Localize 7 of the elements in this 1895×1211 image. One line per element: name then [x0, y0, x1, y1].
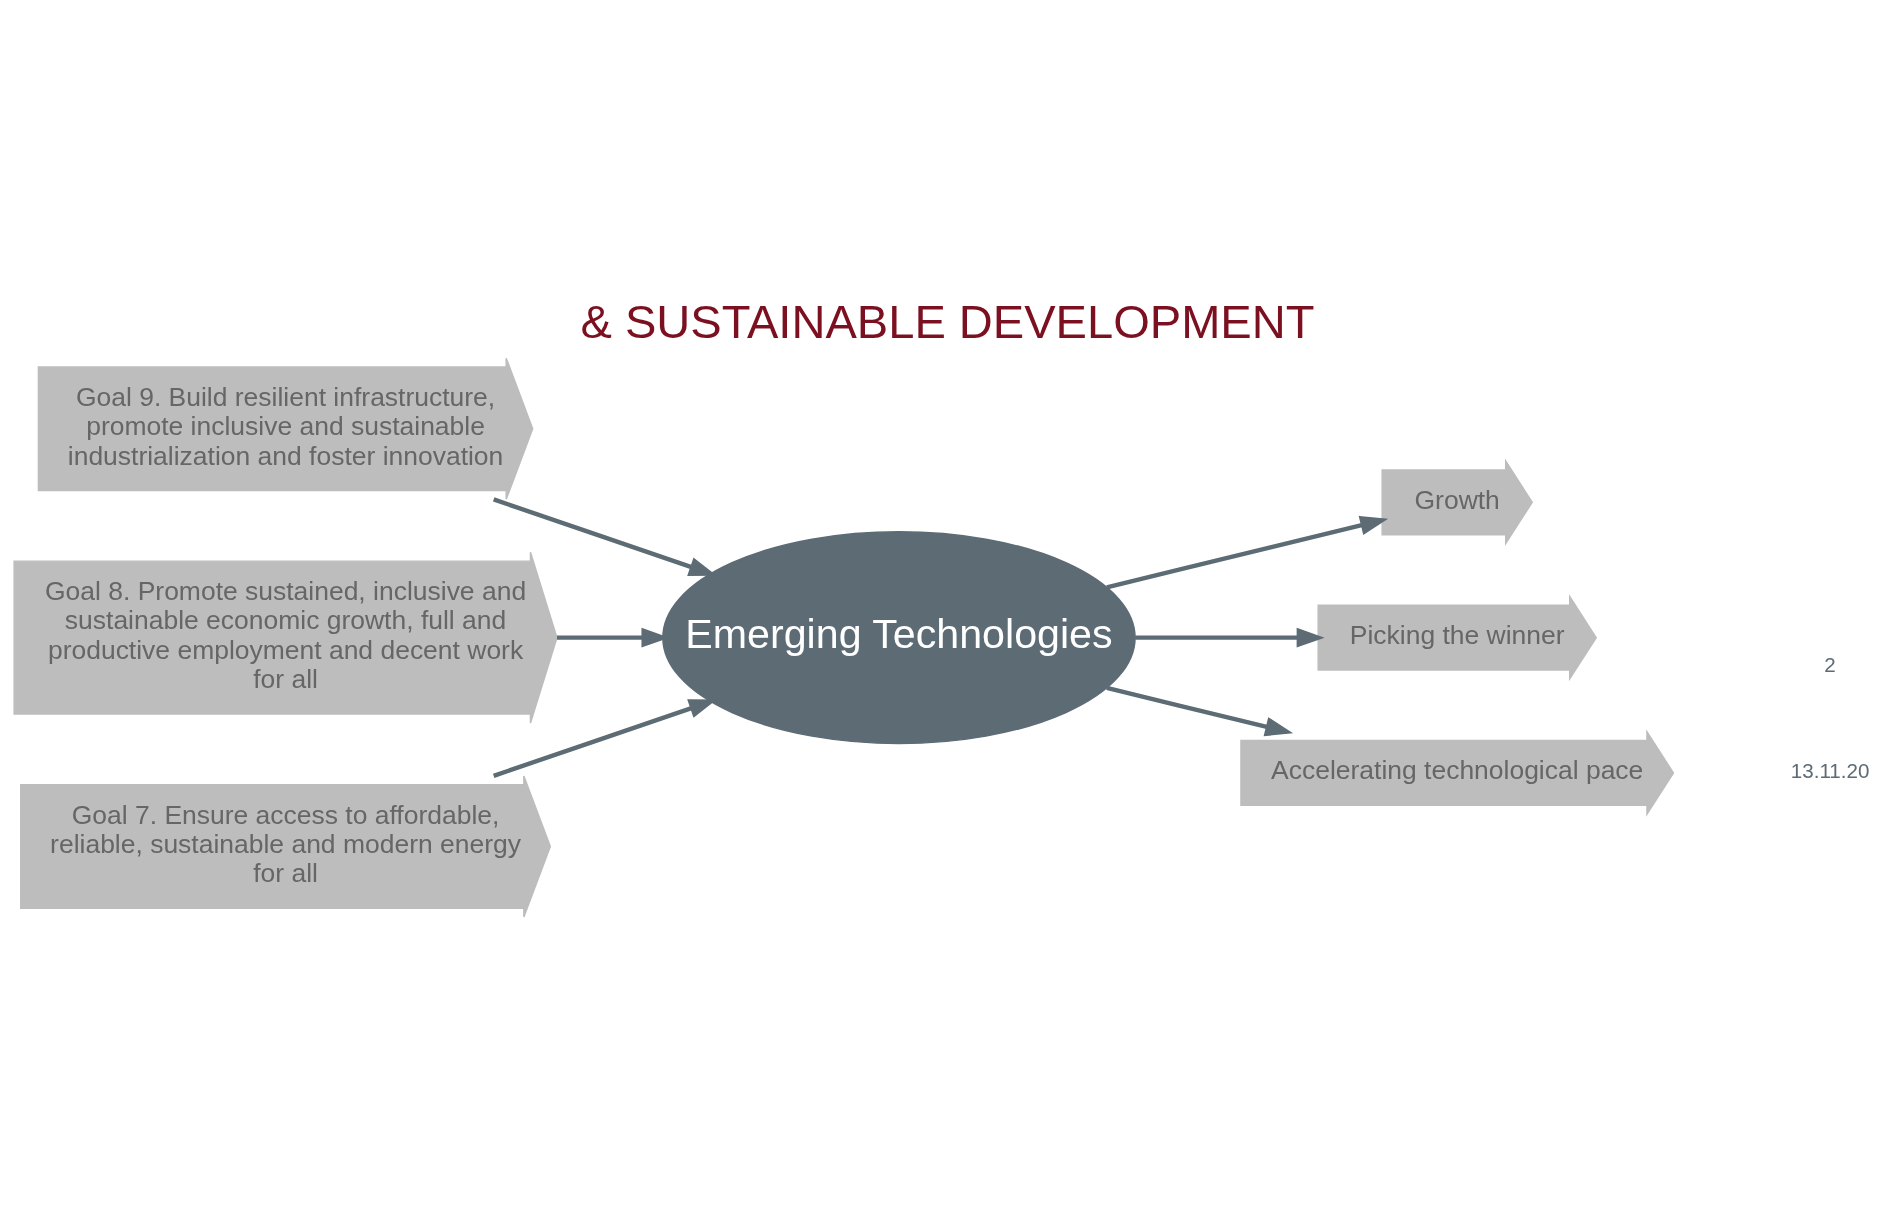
arrow [1106, 685, 1294, 736]
label: 13.11.20 [1790, 758, 1870, 782]
arrow [1106, 515, 1389, 589]
label: 2 [1824, 652, 1836, 676]
diagram-title: & SUSTAINABLE DEVELOPMENT [580, 294, 1315, 348]
arrow [1135, 627, 1325, 647]
node-ellipse: Emerging Technologies [662, 530, 1136, 744]
